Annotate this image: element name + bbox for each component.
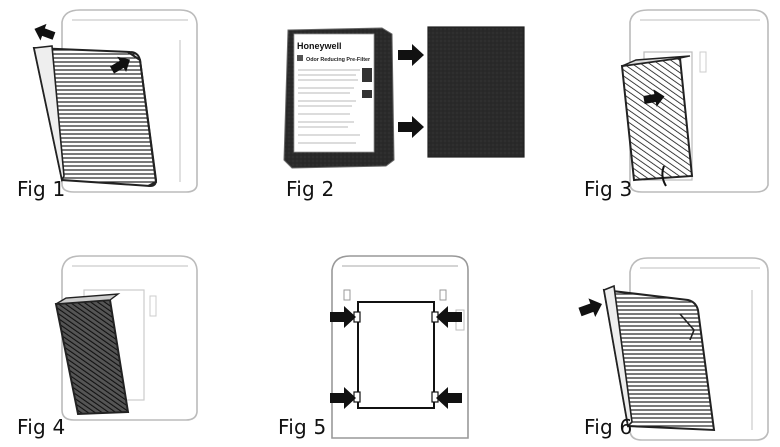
figure-5 — [330, 255, 469, 439]
figure-caption: Fig 5 — [278, 415, 327, 439]
figure-caption: Fig 3 — [584, 177, 633, 201]
filter-frame — [357, 301, 435, 409]
arrow-icon — [31, 20, 58, 45]
figure-2: Honeywell Odor Reducing Pre-Filter — [283, 26, 525, 169]
brand-logo: Honeywell — [297, 41, 342, 51]
figure-6 — [576, 257, 769, 441]
arrow-icon — [576, 294, 606, 322]
figure-caption: Fig 2 — [286, 177, 335, 201]
figure-caption: Fig 6 — [584, 415, 633, 439]
figure-3 — [620, 9, 769, 193]
figure-caption: Fig 1 — [17, 177, 66, 201]
figure-4 — [54, 255, 198, 421]
arrow-icon — [398, 116, 424, 138]
prefilter-sheet — [427, 26, 525, 158]
figure-caption: Fig 4 — [17, 415, 66, 439]
arrow-icon — [398, 44, 424, 66]
figure-1 — [31, 9, 198, 193]
product-title: Odor Reducing Pre-Filter — [306, 57, 371, 63]
